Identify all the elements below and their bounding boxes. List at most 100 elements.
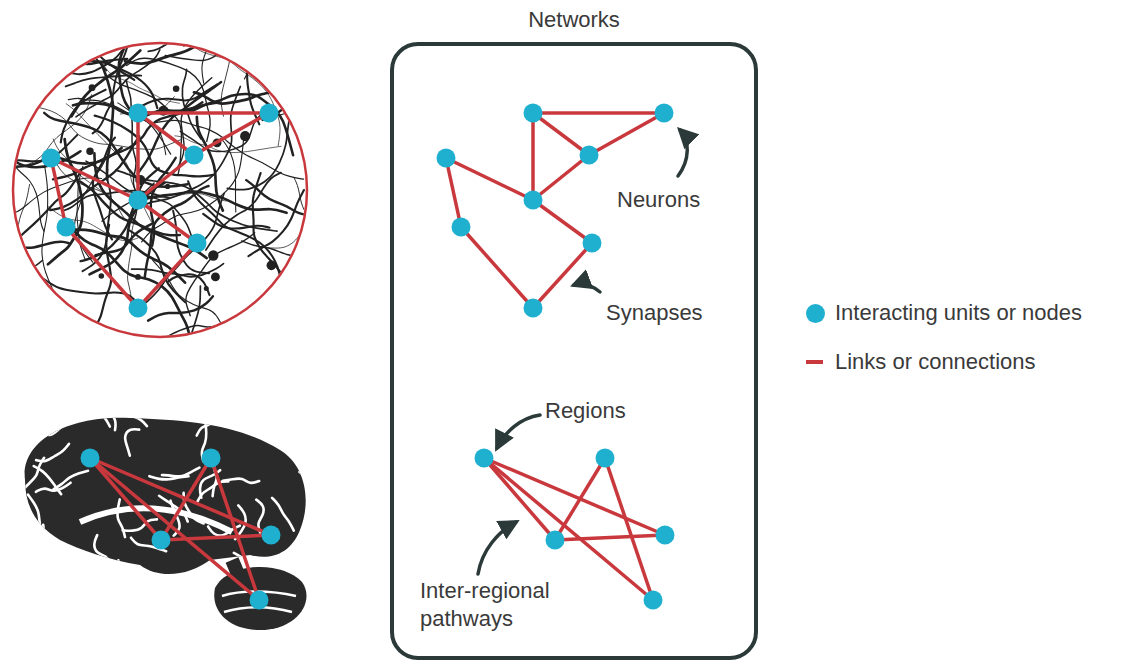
drawing-stroke [220,138,236,212]
node-dot [655,104,674,123]
panel-border [390,42,758,660]
link-line [533,200,592,243]
drawing-stroke [28,495,41,532]
drawing-stroke [574,284,600,292]
drawing-stroke [82,400,109,427]
drawing-stroke [206,173,281,250]
drawing-stroke [74,231,189,332]
drawing-stroke [94,535,111,564]
drawing-stroke [202,1,233,83]
link-line [533,111,664,115]
node-dot [524,299,543,318]
drawing-stroke [117,499,125,537]
drawing-stroke [0,242,70,248]
panel-title: Networks [528,6,620,34]
drawing-stroke [186,233,255,316]
node-dot [129,104,148,123]
node-dot [452,218,471,237]
annotation-label: Regions [545,397,626,425]
drawing-stroke [128,216,136,308]
node-dot [260,104,279,123]
drawing-stroke [0,144,44,231]
link-line [138,243,197,308]
drawing-stroke [42,542,49,579]
link-line [161,535,271,540]
node-dot [580,146,599,165]
annotation-label: Neurons [617,186,700,214]
node-dot [188,234,207,253]
link-line [484,458,555,540]
node-dot [129,191,148,210]
link-line [555,458,605,540]
link-line [138,113,194,155]
drawing-stroke [173,78,211,174]
legend-dot [806,304,825,323]
link-line [136,113,140,200]
drawing-stroke [238,0,259,124]
drawing-stroke [188,181,281,304]
drawing-stroke [214,567,306,630]
node-dot [81,449,100,468]
drawing-stroke [478,522,516,574]
drawing-stroke [85,61,158,108]
drawing-stroke [93,0,184,47]
drawing-stroke [89,84,96,91]
drawing-stroke [165,184,170,189]
drawing-stroke [36,444,69,461]
link-line [589,113,664,155]
node-dot [546,531,565,550]
drawing-stroke [197,412,225,435]
link-line [138,111,269,115]
drawing-stroke [25,418,306,574]
node-dot [437,149,456,168]
node-dot [644,591,663,610]
drawing-stroke [227,89,303,189]
link-line [446,158,461,227]
drawing-stroke [99,273,105,279]
node-dot [524,191,543,210]
link-line [211,458,259,600]
network [42,104,279,318]
link-line [446,158,533,200]
drawing-stroke [148,37,285,65]
link-line [90,458,271,535]
drawing-stroke [223,479,259,483]
node-dot [475,449,494,468]
drawing-stroke [122,399,147,426]
link-line [90,458,161,540]
link-line [90,458,259,600]
drawing-stroke [38,424,67,435]
link-line [51,158,138,200]
drawing-stroke [0,95,91,168]
link-line [533,243,592,308]
drawing-stroke [242,241,326,256]
drawing-stroke [162,468,199,477]
drawing-stroke [125,429,139,455]
link-line [66,227,138,308]
drawing-stroke [261,405,284,432]
drawing-stroke [0,260,43,285]
drawing-stroke [195,332,243,395]
neuron-texture [0,0,420,409]
drawing-stroke [204,286,209,291]
drawing-stroke [272,87,420,130]
magnifier-circle [13,43,307,337]
drawing-stroke [208,250,218,260]
drawing-stroke [144,38,224,41]
link-line [138,200,197,243]
drawing-stroke [90,413,115,430]
legend-line [806,360,823,364]
legend-text: Links or connections [835,348,1036,376]
drawing-stroke [176,320,232,407]
drawing-stroke [294,177,326,323]
drawing-stroke [135,274,141,280]
drawing-stroke [75,0,144,70]
network-panel: Networks [390,6,758,660]
node-dot [250,591,269,610]
drawing-stroke [497,415,540,448]
drawing-stroke [222,592,296,613]
drawing-stroke [267,261,277,271]
annotation-label: Inter-regional pathways [420,577,610,633]
legend-text: Interacting units or nodes [835,299,1082,327]
